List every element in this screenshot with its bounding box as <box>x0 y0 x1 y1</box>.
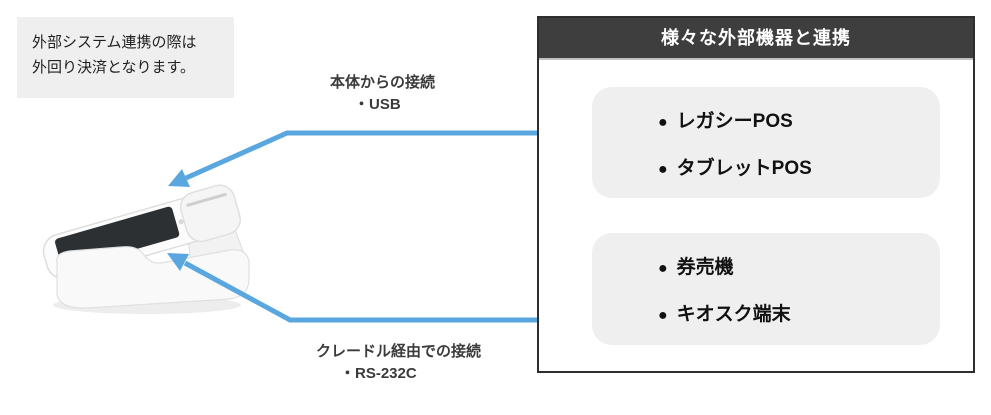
panel-title: 様々な外部機器と連携 <box>539 18 973 60</box>
pos-group-box: ● レガシーPOS ● タブレットPOS <box>592 87 940 198</box>
item-label: キオスク端末 <box>676 304 791 325</box>
item-label: 券売機 <box>676 257 734 278</box>
usb-connection-label: 本体からの接続 ・USB <box>330 72 435 116</box>
bullet-icon: ● <box>658 161 668 178</box>
item-label: レガシーPOS <box>676 111 793 132</box>
bullet-icon: ● <box>658 260 668 277</box>
note-box: 外部システム連携の際は 外回り決済となります。 <box>17 17 234 98</box>
paper-slot <box>186 192 227 207</box>
power-button <box>178 219 184 225</box>
cradle-base <box>56 246 250 309</box>
list-item-legacy-pos: ● レガシーPOS <box>658 109 940 136</box>
rs232c-connection-title: クレードル経由での接続 <box>316 343 482 360</box>
external-devices-panel: 様々な外部機器と連携 ● レガシーPOS ● タブレットPOS ● 券売機 ● キオスク… <box>537 16 975 373</box>
list-item-ticket-machine: ● 券売機 <box>658 255 940 282</box>
list-item-tablet-pos: ● タブレットPOS <box>658 156 940 183</box>
bullet-icon: ● <box>658 307 668 324</box>
item-label: タブレットPOS <box>676 158 812 179</box>
rs232c-connection-label: クレードル経由での接続 ・RS-232C <box>316 341 481 385</box>
rs232c-connection-detail: ・RS-232C <box>340 365 417 382</box>
payment-terminal-image <box>42 184 250 314</box>
usb-connection-detail: ・USB <box>354 96 401 113</box>
bullet-icon: ● <box>658 114 668 131</box>
note-line-1: 外部システム連携の際は <box>32 34 197 51</box>
note-line-2: 外回り決済となります。 <box>32 59 196 76</box>
list-item-kiosk-terminal: ● キオスク端末 <box>658 302 940 329</box>
usb-connection-title: 本体からの接続 <box>330 74 436 91</box>
terminal-printer <box>179 184 241 243</box>
kiosk-group-box: ● 券売機 ● キオスク端末 <box>592 233 940 345</box>
